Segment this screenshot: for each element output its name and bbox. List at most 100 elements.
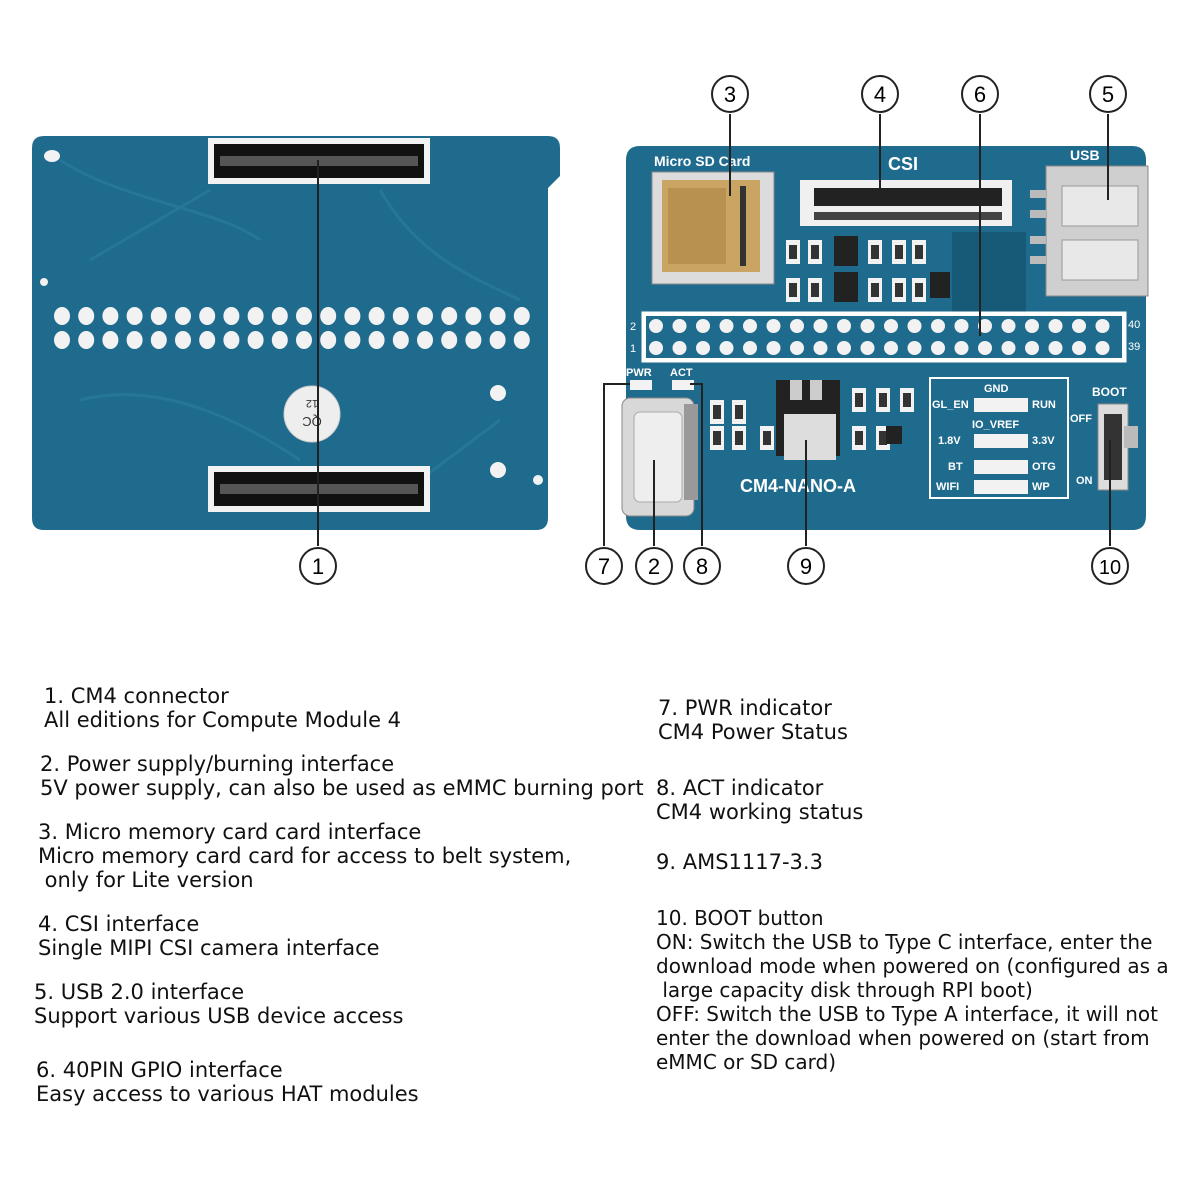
svg-text:WP: WP (1032, 481, 1050, 493)
back-pad (102, 331, 119, 349)
header-pin (954, 319, 969, 333)
desc-10: 10. BOOT button ON: Switch the USB to Ty… (656, 906, 1169, 1074)
board-diagram: QC 12 Micro SD Card CSI USB (32, 75, 1149, 585)
back-pad (320, 307, 337, 325)
back-pad (441, 307, 458, 325)
back-pad (247, 331, 264, 349)
back-pad (271, 331, 288, 349)
desc-line: CM4 working status (656, 800, 864, 824)
svg-text:2: 2 (630, 321, 636, 333)
back-gpio-pads (54, 307, 530, 349)
callout-lines (317, 114, 1111, 546)
back-pad (175, 307, 191, 325)
header-pin (790, 319, 804, 333)
back-pad (489, 331, 506, 349)
header-pin (1001, 319, 1016, 333)
smd-body (789, 245, 797, 259)
desc-title: 1. CM4 connector (44, 684, 229, 708)
desc-title: 10. BOOT button (656, 906, 824, 930)
svg-text:WIFI: WIFI (936, 481, 959, 493)
back-pad (320, 331, 337, 349)
smd-body (855, 393, 863, 407)
desc-line: CM4 Power Status (658, 720, 848, 744)
svg-text:PWR: PWR (626, 367, 652, 379)
back-pad (417, 307, 433, 325)
back-pad (513, 331, 530, 349)
svg-text:5: 5 (1102, 82, 1114, 107)
header-pin (1025, 319, 1039, 333)
header-pin (978, 341, 992, 355)
smd-body (763, 431, 771, 445)
desc-title: 2. Power supply/burning interface (40, 752, 395, 776)
header-pin (719, 341, 734, 355)
svg-text:4: 4 (874, 82, 886, 107)
header-pin (978, 319, 992, 333)
svg-text:2: 2 (648, 554, 660, 579)
svg-text:GND: GND (984, 383, 1009, 395)
desc-4: 4. CSI interface Single MIPI CSI camera … (38, 912, 380, 960)
header-pin (907, 319, 922, 333)
smd-body (879, 431, 887, 445)
smd-body (735, 431, 743, 445)
smd-body (895, 283, 903, 297)
smd-components (710, 236, 950, 450)
callout-2: 2 (635, 547, 673, 585)
led-labels: PWR ACT (626, 367, 694, 390)
back-pad (126, 307, 143, 325)
header-pin (696, 341, 710, 355)
header-pin (837, 341, 851, 355)
desc-2: 2. Power supply/burning interface 5V pow… (40, 752, 644, 800)
desc-line: Micro memory card card for access to bel… (38, 844, 572, 868)
callout-9: 9 (787, 547, 825, 585)
desc-5: 5. USB 2.0 interface Support various USB… (34, 980, 403, 1028)
svg-text:GL_EN: GL_EN (932, 399, 969, 411)
back-pad (54, 331, 70, 349)
header-pin (884, 319, 898, 333)
desc-9: 9. AMS1117-3.3 (656, 850, 823, 874)
back-pad (465, 307, 482, 325)
desc-line: OFF: Switch the USB to Type A interface,… (656, 1002, 1158, 1026)
back-pad (150, 331, 167, 349)
svg-text:RUN: RUN (1032, 399, 1056, 411)
header-pin (1072, 341, 1086, 355)
smd-body (789, 283, 797, 297)
desc-line: 5V power supply, can also be used as eMM… (40, 776, 644, 800)
svg-text:USB: USB (1070, 147, 1100, 163)
header-pin (649, 319, 663, 333)
svg-text:QC: QC (302, 414, 322, 429)
back-pad (392, 331, 409, 349)
svg-text:CSI: CSI (888, 154, 918, 174)
svg-text:40: 40 (1128, 319, 1140, 331)
header-pin (813, 341, 828, 355)
back-pad (441, 331, 458, 349)
back-pad (513, 307, 530, 325)
csi-connector: CSI (800, 154, 1012, 226)
back-pad (368, 307, 385, 325)
back-pad (489, 307, 506, 325)
back-pad (78, 307, 95, 325)
jumper-block: GND GL_EN RUN IO_VREF 1.8V 3.3V BT OTG W… (929, 377, 1069, 499)
desc-line: eMMC or SD card) (656, 1050, 837, 1074)
desc-6: 6. 40PIN GPIO interface Easy access to v… (36, 1058, 419, 1106)
desc-7: 7. PWR indicator CM4 Power Status (658, 696, 848, 744)
qc-sticker: QC 12 (283, 385, 341, 443)
header-pin (931, 341, 945, 355)
header-pin (813, 319, 828, 333)
header-pin (790, 341, 804, 355)
svg-text:12: 12 (306, 397, 318, 409)
board-back: QC 12 (32, 136, 560, 530)
svg-text:6: 6 (974, 82, 986, 107)
callout-1: 1 (299, 547, 337, 585)
svg-text:Micro SD Card: Micro SD Card (654, 153, 750, 169)
callout-markers: 1 2 3 4 5 6 7 8 9 10 (299, 75, 1129, 585)
desc-line: enter the download when powered on (star… (656, 1026, 1150, 1050)
desc-title: 6. 40PIN GPIO interface (36, 1058, 283, 1082)
svg-text:ACT: ACT (670, 367, 693, 379)
svg-text:ON: ON (1076, 475, 1093, 487)
svg-text:OTG: OTG (1032, 461, 1056, 473)
header-pin (931, 319, 945, 333)
header-pin (719, 319, 734, 333)
smd-body (871, 245, 879, 259)
header-pin (884, 341, 898, 355)
callout-4: 4 (861, 75, 899, 113)
